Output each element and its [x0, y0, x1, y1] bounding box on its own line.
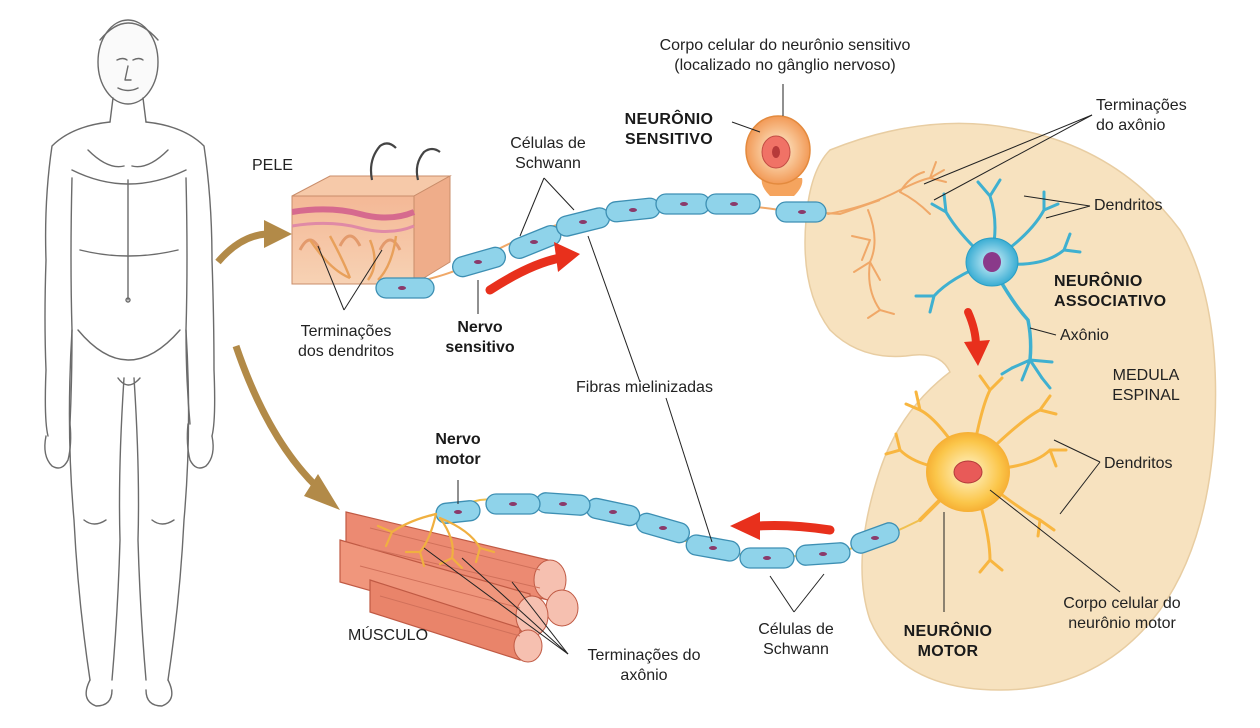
dendrites-bottom-label: Dendritos — [1104, 455, 1173, 472]
axon-terminals-bottom-line2: axônio — [620, 667, 668, 684]
associative-neuron-line2: ASSOCIATIVO — [1054, 293, 1167, 310]
flow-arrow-associative-to-motor — [964, 308, 990, 366]
sensory-neuron-cell-body — [745, 115, 811, 196]
motor-cell-body-line1: Corpo celular do — [1063, 595, 1181, 612]
axon-label: Axônio — [1060, 327, 1109, 344]
dendrite-endings-line2: dos dendritos — [297, 343, 395, 360]
sensory-nerve-line2: sensitivo — [445, 339, 515, 356]
spinal-cord-section — [804, 122, 1217, 691]
schwann-cells-top-label: Células de Schwann — [488, 134, 608, 174]
sensory-neuron-line1: NEURÔNIO — [624, 111, 714, 128]
schwann-bottom-line1: Células de — [758, 621, 834, 638]
flow-arrow-motor — [730, 512, 835, 540]
body-to-muscle-arrow — [232, 344, 340, 510]
axon-terminals-top-label: Terminações do axônio — [1096, 96, 1187, 136]
sensory-neuron-label: NEURÔNIO SENSITIVO — [604, 110, 734, 150]
motor-cell-body-line2: neurônio motor — [1068, 615, 1176, 632]
body-to-skin-arrow — [215, 220, 292, 265]
motor-nerve-line1: Nervo — [435, 431, 481, 448]
axon-terminals-bottom-line1: Terminações do — [587, 647, 701, 664]
motor-neuron-line2: MOTOR — [917, 643, 979, 660]
motor-cell-body-label: Corpo celular do neurônio motor — [1040, 594, 1204, 634]
axon-terminals-top-line2: do axônio — [1096, 117, 1166, 134]
axon-terminals-bottom-label: Terminações do axônio — [566, 646, 722, 686]
schwann-cells-bottom-label: Células de Schwann — [736, 620, 856, 660]
motor-nerve-line2: motor — [435, 451, 481, 468]
sensory-cell-body-line2: (localizado no gânglio nervoso) — [674, 57, 896, 74]
muscle-bundle — [339, 511, 579, 663]
human-body-illustration — [44, 19, 216, 707]
associative-neuron-line1: NEURÔNIO — [1054, 273, 1143, 290]
flow-arrow-sensory — [485, 242, 580, 295]
dendrite-endings-label: Terminações dos dendritos — [276, 322, 416, 362]
motor-neuron — [884, 374, 1068, 574]
axon-terminals-top-line1: Terminações — [1096, 97, 1187, 114]
sensory-neuron-line2: SENSITIVO — [624, 131, 714, 148]
skin-label: PELE — [252, 157, 293, 174]
associative-neuron — [914, 178, 1082, 390]
schwann-top-line2: Schwann — [515, 155, 581, 172]
dendrites-top-label: Dendritos — [1094, 197, 1163, 214]
schwann-top-line1: Células de — [510, 135, 586, 152]
schwann-bottom-line2: Schwann — [763, 641, 829, 658]
myelinated-fibers-label: Fibras mielinizadas — [576, 379, 713, 396]
leader-lines — [317, 84, 1121, 655]
motor-neuron-label: NEURÔNIO MOTOR — [880, 622, 1016, 662]
sensory-axon-terminals — [827, 161, 947, 319]
sensory-nerve-line1: Nervo — [457, 319, 503, 336]
motor-nerve-label: Nervo motor — [418, 430, 498, 470]
spinal-cord-line1: MEDULA — [1112, 367, 1180, 384]
dendrite-endings-line1: Terminações — [300, 323, 392, 340]
sensory-nerve-label: Nervo sensitivo — [430, 318, 530, 358]
skin-block — [291, 142, 452, 285]
associative-neuron-label: NEURÔNIO ASSOCIATIVO — [1054, 272, 1166, 312]
spinal-cord-line2: ESPINAL — [1112, 387, 1180, 404]
sensory-cell-body-line1: Corpo celular do neurônio sensitivo — [659, 37, 911, 54]
muscle-label: MÚSCULO — [348, 627, 429, 644]
spinal-cord-label: MEDULA ESPINAL — [1096, 366, 1196, 406]
motor-neuron-line1: NEURÔNIO — [903, 623, 993, 640]
sensory-cell-body-label: Corpo celular do neurônio sensitivo (loc… — [600, 36, 970, 76]
